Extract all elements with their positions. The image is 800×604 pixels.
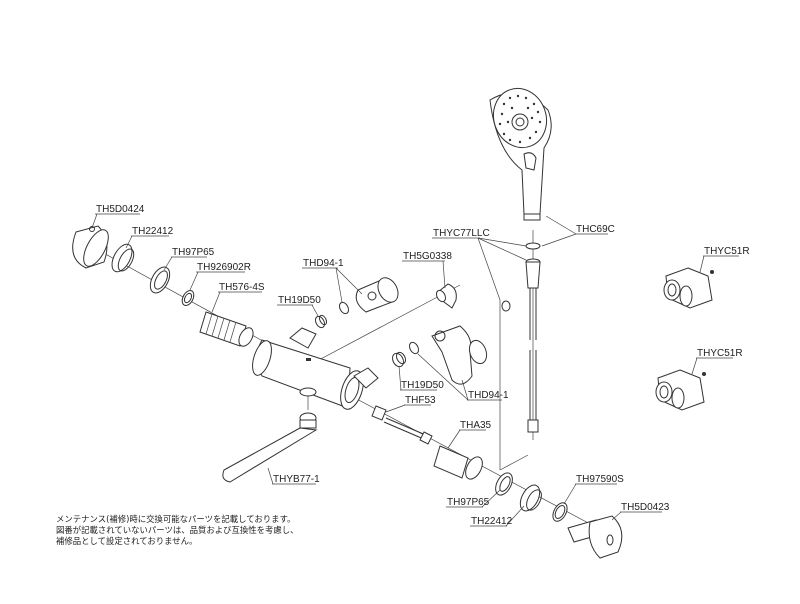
label-thyb77-1: THYB77-1 [273,474,320,485]
part-thf53[interactable] [371,405,433,445]
callout-th576-4s: TH576-4S [211,282,265,313]
part-th97p65-top[interactable] [146,264,173,296]
callout-thyc51r-1: THYC51R [699,246,750,273]
callout-th5d0424: TH5D0424 [91,204,145,229]
label-th5d0423: TH5D0423 [621,502,670,513]
right-upper-axis [299,284,461,371]
label-thyc77llc: THYC77LLC [433,228,490,239]
callout-th97p65-top: TH97P65 [163,247,215,271]
callout-th97p65-bot: TH97P65 [446,489,501,508]
label-th5d0424: TH5D0424 [96,204,145,215]
label-thd94-1-top: THD94-1 [303,258,344,269]
callout-thd94-1-mid: THD94-1 [417,353,509,401]
part-thc69c-showerhead[interactable] [485,81,554,221]
part-th22412-bot[interactable] [516,482,544,514]
note-line-1: メンテナンス(補修)時に交換可能なパーツを記載しております。 [56,514,296,524]
callout-th97590s: TH97590S [563,474,624,505]
label-th5g0338: TH5G0338 [403,251,452,262]
callout-th19d50-top: TH19D50 [277,295,321,317]
part-thyc51r-1[interactable] [663,267,714,309]
callout-th5d0423: TH5D0423 [611,502,670,521]
label-thyc51r-2: THYC51R [697,348,743,359]
label-th926902r: TH926902R [197,262,251,273]
part-thyc77llc[interactable] [501,242,541,433]
label-th22412-top: TH22412 [132,226,174,237]
part-th19d50-top[interactable] [314,314,328,329]
part-th5d0423[interactable] [567,515,623,559]
part-thermostat-body [252,327,379,410]
part-thyc51r-2[interactable] [655,369,706,411]
callout-th22412-bot: TH22412 [470,505,525,527]
part-th926902r[interactable] [180,289,196,308]
callout-thd94-1-top: THD94-1 [302,258,363,303]
callout-thc69c: THC69C [541,215,615,247]
note-line-3: 補修品として設定されておりません。 [56,536,198,546]
label-th97p65-bot: TH97P65 [447,497,490,508]
callout-thyc51r-2: THYC51R [691,348,743,375]
callout-tha35: THA35 [447,420,492,449]
part-thyb77-1[interactable] [222,412,318,483]
callout-thyc77llc: THYC77LLC [432,228,529,471]
label-th19d50-top: TH19D50 [278,295,321,306]
label-th97590s: TH97590S [576,474,624,485]
maintenance-note: メンテナンス(補修)時に交換可能なパーツを記載しております。 図番が記載されてい… [56,514,298,547]
part-th97p65-bot[interactable] [492,470,516,498]
callout-th19d50-mid: TH19D50 [398,365,444,391]
callout-thf53: THF53 [385,395,436,413]
label-th22412-bot: TH22412 [471,516,513,527]
part-thd94-1-top[interactable] [338,274,402,315]
part-thd94-1-mid-washer[interactable] [408,341,421,355]
part-th576-4s[interactable] [199,311,256,349]
label-thf53: THF53 [405,395,436,406]
part-th5g0338[interactable] [435,283,457,309]
part-th19d50-mid[interactable] [390,351,407,369]
label-th97p65-top: TH97P65 [172,247,215,258]
part-th22412-top[interactable] [108,241,137,275]
callout-th22412-top: TH22412 [125,226,174,249]
label-thyc51r-1: THYC51R [704,246,750,257]
label-tha35: THA35 [460,420,492,431]
note-line-2: 図番が記載されていないパーツは、品質および互換性を考慮し、 [56,525,299,535]
label-thd94-1-mid: THD94-1 [468,390,509,401]
part-tha35[interactable] [433,445,486,482]
label-th19d50-mid: TH19D50 [401,380,444,391]
label-th576-4s: TH576-4S [219,282,265,293]
part-flow-valve [431,325,488,385]
part-th5d0424[interactable] [72,225,114,270]
callout-th926902r: TH926902R [189,262,251,291]
callout-thyb77-1: THYB77-1 [267,467,320,485]
callout-th5g0338: TH5G0338 [402,251,452,289]
label-thc69c: THC69C [576,224,615,235]
